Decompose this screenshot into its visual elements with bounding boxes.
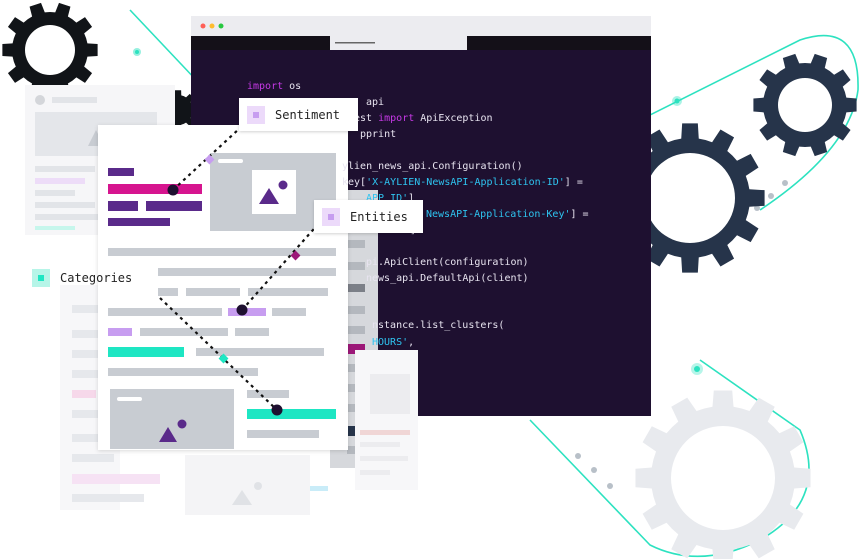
code-token: ] = <box>564 177 583 188</box>
highlight-bar-magenta <box>108 184 202 194</box>
code-token: ApiException <box>414 113 493 124</box>
code-token: ylien_news_api.Configuration() <box>342 161 523 172</box>
gear-shape <box>635 390 811 559</box>
code-line: api <box>366 97 384 108</box>
label-entities: Entities <box>350 209 408 224</box>
code-token: _APP_ID' <box>360 193 409 204</box>
belt-segment-right-upper <box>619 34 859 211</box>
code-line: NewsAPI-Application-Key'] = <box>426 209 589 220</box>
code-token: NewsAPI-Application-Key' <box>426 209 571 220</box>
code-line: pprint <box>360 129 396 140</box>
editor-active-tab <box>330 36 467 50</box>
gear-icon <box>2 2 98 98</box>
code-token: , <box>408 337 415 348</box>
code-line: nstance.list_clusters( <box>372 320 504 331</box>
highlight-bar-teal <box>108 347 184 357</box>
code-token: rest <box>348 113 379 124</box>
code-line: news_api.DefaultApi(client) <box>366 273 529 284</box>
window-dots-icon <box>200 23 224 29</box>
connector-entities <box>241 221 321 311</box>
label-sentiment: Sentiment <box>275 107 341 122</box>
code-token: key[ <box>342 177 367 188</box>
code-line: HOURS', <box>372 337 414 348</box>
code-token: os <box>283 81 302 92</box>
connector-sentiment <box>172 127 241 191</box>
code-token: ] <box>408 193 415 204</box>
tag-icon <box>322 207 340 226</box>
code-line: import os <box>247 81 301 92</box>
gear-icon <box>615 123 765 273</box>
code-line: rest import ApiException <box>348 113 493 124</box>
code-token: ] = <box>570 209 589 220</box>
connector-lines <box>159 127 321 411</box>
faded-panel-lower-right <box>310 350 418 491</box>
code-line: _APP_ID'] <box>360 193 414 204</box>
code-token: pi.ApiClient(configuration) <box>366 257 529 268</box>
code-token: 'X-AYLIEN-NewsAPI-Application-ID' <box>366 177 565 188</box>
label-card-categories: Categories <box>24 262 155 294</box>
label-card-sentiment: Sentiment <box>239 98 358 131</box>
connector-markers <box>167 154 301 416</box>
code-token: api <box>366 97 385 108</box>
code-token: HOURS' <box>372 337 409 348</box>
gear-icon <box>753 53 857 157</box>
editor-titlebar <box>191 16 651 36</box>
tag-icon <box>32 269 50 287</box>
tag-icon <box>247 105 265 124</box>
gear-shape <box>615 123 765 273</box>
gear-icon <box>635 390 811 559</box>
belt-glow-dots <box>133 48 788 489</box>
code-token: pprint <box>360 129 397 140</box>
label-categories: Categories <box>60 271 133 285</box>
code-line: ylien_news_api.Configuration() <box>342 161 523 172</box>
code-line: key['X-AYLIEN-NewsAPI-Application-ID'] = <box>342 177 583 188</box>
gear-shape <box>2 2 98 98</box>
code-token: import <box>247 81 284 92</box>
code-token: nstance.list_clusters( <box>372 320 505 331</box>
code-token: import <box>378 113 415 124</box>
label-card-entities: Entities <box>314 200 423 233</box>
connector-categories <box>159 297 278 411</box>
code-token: news_api.DefaultApi(client) <box>366 273 529 284</box>
gear-shape <box>753 53 857 157</box>
code-line: pi.ApiClient(configuration) <box>366 257 529 268</box>
